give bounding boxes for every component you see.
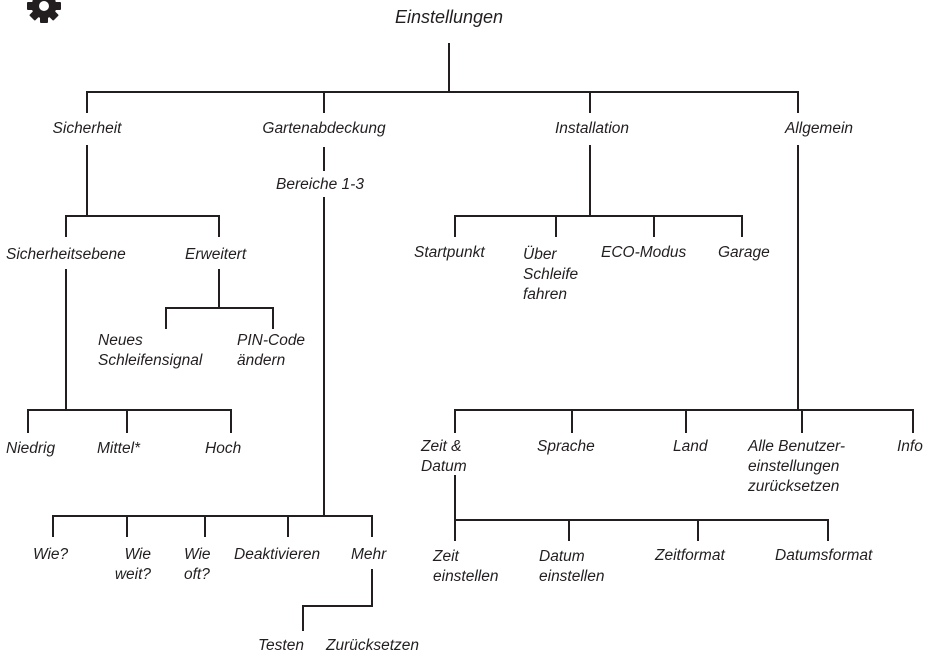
node-erweitert: Erweitert bbox=[185, 246, 247, 263]
node-info: Info bbox=[897, 438, 923, 455]
node-zeit-datum: Zeit & Datum bbox=[421, 438, 467, 475]
node-sicherheit: Sicherheit bbox=[52, 120, 122, 137]
node-ueber-schleife-fahren: Über Schleife fahren bbox=[523, 246, 579, 303]
node-startpunkt: Startpunkt bbox=[414, 244, 485, 261]
node-mehr: Mehr bbox=[351, 546, 387, 563]
node-wie-oft: Wie oft? bbox=[184, 546, 211, 583]
root-title: Einstellungen bbox=[394, 7, 504, 27]
node-testen: Testen bbox=[258, 637, 304, 654]
node-alle-benutzereinstellungen: Alle Benutzer- einstellungen zurücksetze… bbox=[748, 438, 846, 495]
node-bereiche: Bereiche 1-3 bbox=[276, 176, 364, 193]
node-garage: Garage bbox=[718, 244, 770, 261]
node-mittel: Mittel* bbox=[97, 440, 141, 457]
node-neues-schleifensignal: Neues Schleifensignal bbox=[98, 332, 203, 369]
node-deaktivieren: Deaktivieren bbox=[234, 546, 321, 563]
node-pin-code-aendern: PIN-Code ändern bbox=[237, 332, 306, 369]
node-zeit-einstellen: Zeit einstellen bbox=[433, 548, 499, 585]
node-allgemein: Allgemein bbox=[784, 120, 854, 137]
node-land: Land bbox=[673, 438, 708, 455]
node-sicherheitsebene: Sicherheitsebene bbox=[6, 246, 126, 263]
node-wie-weit: Wie weit? bbox=[114, 546, 151, 583]
node-sprache: Sprache bbox=[537, 438, 595, 455]
node-installation: Installation bbox=[554, 120, 630, 137]
gear-icon bbox=[27, 0, 61, 23]
node-gartenabdeckung: Gartenabdeckung bbox=[262, 120, 386, 137]
node-niedrig: Niedrig bbox=[6, 440, 56, 457]
node-zuruecksetzen: Zurücksetzen bbox=[326, 637, 420, 654]
node-zeitformat: Zeitformat bbox=[655, 547, 725, 564]
node-wie: Wie? bbox=[33, 546, 69, 563]
node-datumsformat: Datumsformat bbox=[775, 547, 873, 564]
node-hoch: Hoch bbox=[205, 440, 242, 457]
node-eco-modus: ECO-Modus bbox=[601, 244, 687, 261]
node-datum-einstellen: Datum einstellen bbox=[539, 548, 605, 585]
